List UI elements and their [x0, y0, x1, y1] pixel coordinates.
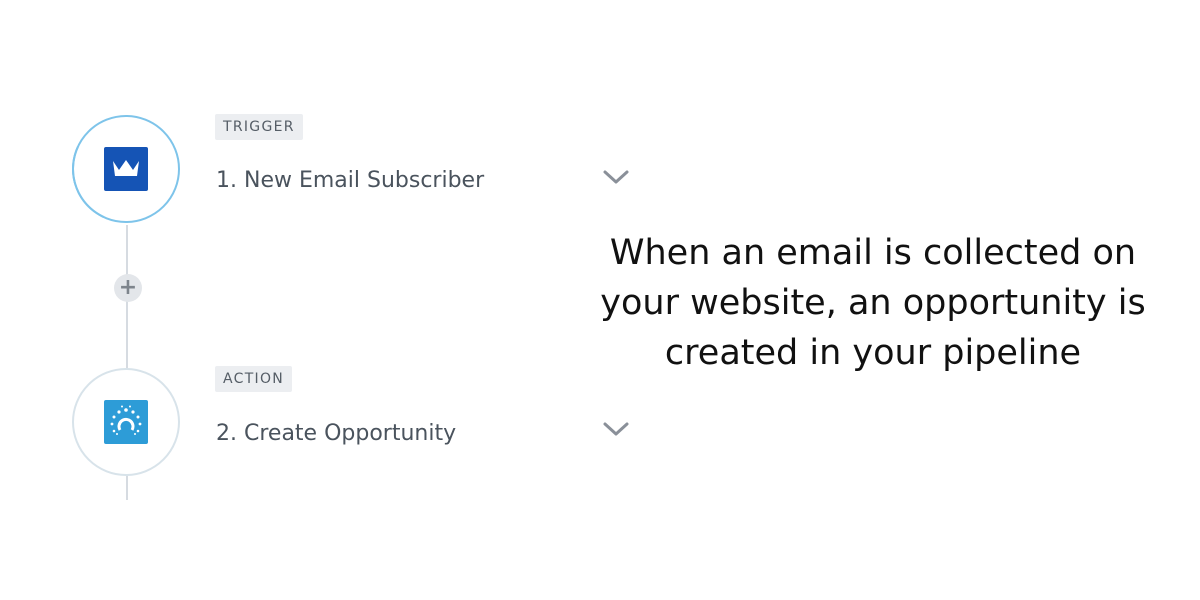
- description-caption: When an email is collected on your websi…: [588, 228, 1158, 378]
- chevron-down-icon[interactable]: [602, 420, 630, 440]
- caption-line: created in your pipeline: [664, 333, 1082, 373]
- active-step-ring: [56, 99, 196, 239]
- add-step-button[interactable]: +: [114, 274, 142, 302]
- pipeline-icon: [104, 400, 148, 444]
- crown-icon: [104, 147, 148, 191]
- step-connector-line: [126, 225, 128, 500]
- caption-line: When an email is collected on: [609, 233, 1137, 273]
- caption-line: your website, an opportunity is: [600, 283, 1146, 323]
- action-badge: ACTION: [215, 366, 293, 392]
- trigger-step-title[interactable]: 1. New Email Subscriber: [216, 168, 485, 193]
- trigger-badge: TRIGGER: [215, 114, 303, 140]
- chevron-down-icon[interactable]: [602, 168, 630, 188]
- action-step-circle[interactable]: [72, 368, 180, 476]
- action-step-title[interactable]: 2. Create Opportunity: [216, 421, 457, 446]
- trigger-step-circle[interactable]: [56, 99, 196, 239]
